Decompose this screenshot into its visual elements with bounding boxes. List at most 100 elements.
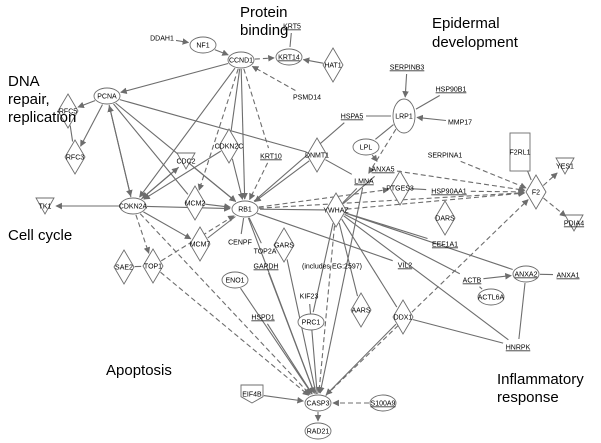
node-casp3: CASP3 — [304, 394, 332, 412]
node-label-rfc3: RFC3 — [66, 155, 84, 162]
node-shape-cdc2 — [176, 152, 196, 170]
edge-ywhaz-to-anxa2 — [345, 212, 513, 271]
node-shape-actl6a — [477, 288, 505, 306]
node-shape-s100a9 — [369, 394, 397, 412]
edge-dnmt1-to-lmna — [325, 159, 353, 175]
node-ptges3: PTGES3 — [386, 170, 414, 206]
edge-ccnd1-to-pcna — [120, 62, 229, 94]
node-label-aars: AARS — [351, 308, 370, 315]
edge-pcna-to-mcm2 — [113, 103, 189, 195]
node-shape-nf1 — [189, 36, 217, 54]
node-shape-rfc5 — [57, 93, 79, 129]
node-label-yes1: YES1 — [556, 164, 574, 171]
node-shape-mcm7 — [189, 226, 211, 262]
edge-ccnd1-to-krt10 — [243, 68, 270, 149]
node-shape-eno1 — [221, 271, 249, 289]
node-ccnd1: CCND1 — [227, 51, 255, 69]
region-epidermal: Epidermal development — [432, 15, 519, 51]
node-label-rb1: RB1 — [238, 207, 252, 214]
edge-lmna-to-casp3 — [318, 187, 364, 394]
region-apoptosis-line-1: Apoptosis — [106, 362, 172, 379]
edge-hsp90b1-to-lrp1 — [415, 95, 440, 110]
region-protein-line-1: Protein — [240, 4, 288, 21]
node-label-ccnd1: CCND1 — [229, 58, 253, 65]
node-shape-casp3 — [304, 394, 332, 412]
node-anxa2: ANXA2 — [512, 265, 540, 283]
edge-ptges3-to-hsp90aa1 — [410, 188, 427, 191]
node-f2rl1: F2RL1 — [509, 132, 531, 172]
node-f2: F2 — [525, 174, 547, 210]
node-shape-dars — [434, 200, 456, 236]
node-shape-gars — [273, 227, 295, 263]
node-label-lmna: LMNA — [354, 179, 374, 186]
node-kif23: KIF23 — [300, 294, 319, 301]
edge-f2-to-pdia4 — [543, 197, 567, 217]
node-label-krt14: KRT14 — [278, 55, 300, 62]
edge-actb-to-anxa2 — [483, 272, 512, 280]
edge-cdkn2c-to-cdkn2a — [143, 150, 222, 200]
edge-ywhaz-to-f2 — [346, 190, 526, 210]
node-top2a: TOP2A — [254, 249, 277, 256]
edge-rfc5-to-rfc3 — [69, 125, 74, 142]
node-rfc3: RFC3 — [64, 139, 86, 175]
node-krt10: KRT10 — [260, 154, 282, 161]
node-mcm2: MCM2 — [184, 185, 206, 221]
edge-eno1-to-casp3 — [240, 287, 313, 395]
node-label-cdkn2c: CDKN2C — [215, 144, 244, 151]
edge-hspa5-to-rb1 — [253, 122, 345, 202]
node-actl6a: ACTL6A — [477, 288, 505, 306]
node-shape-ywhaz — [325, 192, 347, 228]
edge-top1-to-casp3 — [160, 271, 310, 396]
node-label-actl6a: ACTL6A — [478, 295, 505, 302]
node-cdkn2c: CDKN2C — [215, 128, 244, 164]
edge-hat1-to-krt14 — [302, 57, 324, 64]
edge-ddx1-to-casp3 — [325, 323, 397, 396]
node-shape-anxa2 — [512, 265, 540, 283]
node-shape-lrp1 — [392, 98, 416, 134]
edge-cdkn2a-to-top1 — [135, 214, 151, 254]
edge-actb-to-actl6a — [479, 286, 483, 290]
edge-rb1-to-top2a — [248, 217, 262, 244]
node-nf1: NF1 — [189, 36, 217, 54]
edge-ccnd1-to-cdkn2c — [230, 68, 241, 131]
region-dna-line-3: replication — [8, 109, 76, 126]
edge-pcna-to-dnmt1 — [119, 99, 307, 153]
edge-nf1-to-ccnd1 — [214, 49, 229, 56]
edges-layer — [55, 32, 567, 422]
node-rad21: RAD21 — [304, 422, 332, 440]
node-label-pdia4: PDIA4 — [564, 221, 584, 228]
node-hspd1: HSPD1 — [251, 315, 274, 322]
edge-ywhaz-to-actb — [344, 213, 461, 275]
node-eif4b: EIF4B — [240, 384, 264, 404]
edge-ywhaz-to-anxa5 — [343, 175, 375, 205]
node-label-psmd14: PSMD14 — [293, 95, 321, 102]
edge-ywhaz-to-rb1 — [259, 208, 326, 211]
region-epidermal-line-1: Epidermal — [432, 15, 500, 32]
node-shape-rad21 — [304, 422, 332, 440]
node-label-prc1: PRC1 — [302, 320, 321, 327]
node-label-rad21: RAD21 — [307, 429, 330, 436]
node-tk1: TK1 — [35, 197, 55, 215]
node-eef1a1: EEF1A1 — [432, 242, 458, 249]
node-label-gapdh-note: (includes EG:2597) — [302, 264, 362, 271]
node-label-anxa2: ANXA2 — [515, 272, 538, 279]
node-label-hat1: HAT1 — [324, 63, 341, 70]
node-shape-tk1 — [35, 197, 55, 215]
edge-ywhaz-to-prc1 — [312, 223, 334, 313]
node-label-cdc2: CDC2 — [176, 159, 195, 166]
node-shape-krt14 — [275, 48, 303, 66]
node-shape-eif4b — [240, 384, 264, 404]
node-label-krt5: KRT5 — [283, 24, 301, 31]
region-protein: Protein binding — [240, 4, 292, 39]
node-label-hnrpk: HNRPK — [506, 345, 531, 352]
node-s100a9: S100A9 — [369, 394, 397, 412]
region-apoptosis: Apoptosis — [106, 362, 172, 379]
edge-hsp90aa1-to-f2 — [470, 188, 525, 196]
edge-ddx1-to-hnrpk — [412, 318, 504, 344]
node-shape-mcm2 — [184, 185, 206, 221]
edge-eif4b-to-casp3 — [263, 395, 304, 404]
node-serpinb3: SERPINB3 — [390, 65, 425, 72]
node-psmd14: PSMD14 — [293, 95, 321, 102]
node-krt14: KRT14 — [275, 48, 303, 66]
